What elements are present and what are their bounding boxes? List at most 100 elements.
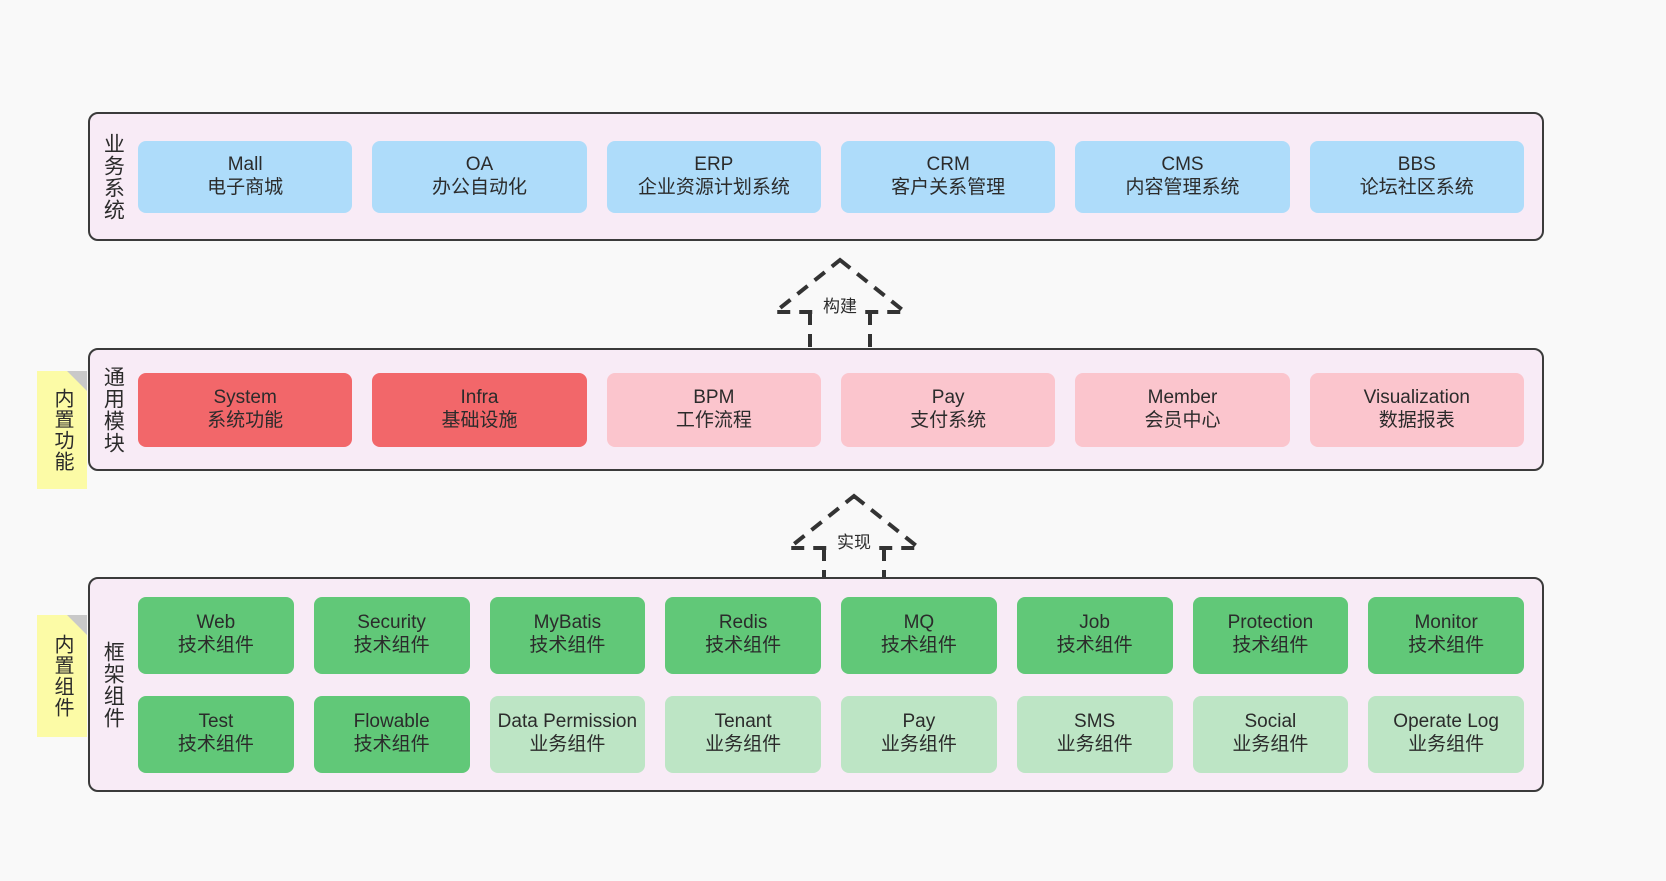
node-label-cn: 业务组件 [1408, 734, 1485, 755]
node-label-cn: 业务组件 [529, 734, 606, 755]
node-mall[interactable]: Mall 电子商城 [138, 140, 353, 213]
node-label-en: Redis [718, 612, 768, 634]
node-label-cn: 业务组件 [880, 734, 957, 755]
node-label-cn: 技术组件 [177, 734, 254, 755]
node-data-permission[interactable]: Data Permission 业务组件 [489, 695, 646, 773]
node-member[interactable]: Member 会员中心 [1075, 372, 1290, 447]
layer-framework-component: 框架组件 Web 技术组件 Security 技术组件 MyBatis 技术组件… [88, 577, 1544, 792]
node-label-en: BPM [693, 386, 735, 408]
node-label-cn: 办公自动化 [431, 176, 527, 198]
node-pay[interactable]: Pay 支付系统 [840, 372, 1056, 447]
node-label-en: CMS [1161, 153, 1204, 175]
node-label-cn: 内容管理系统 [1125, 176, 1240, 198]
folded-corner-icon [67, 371, 87, 391]
node-label-en: System [213, 386, 277, 408]
node-crm[interactable]: CRM 客户关系管理 [840, 140, 1056, 213]
generalization-stem [808, 312, 872, 352]
connector-implement: 实现 [769, 492, 939, 588]
layer-body-business-system: Mall 电子商城 OA 办公自动化 ERP 企业资源计划系统 CRM 客户关系… [134, 114, 1542, 239]
node-label-cn: 基础设施 [441, 409, 518, 431]
node-web[interactable]: Web 技术组件 [138, 596, 294, 674]
node-label-en: Monitor [1414, 612, 1478, 634]
folded-corner-icon [67, 615, 87, 635]
node-protection[interactable]: Protection 技术组件 [1192, 596, 1349, 674]
node-row: Test 技术组件 Flowable 技术组件 Data Permission … [138, 695, 1524, 773]
node-pay-business[interactable]: Pay 业务组件 [841, 695, 997, 773]
layer-business-system: 业务系统 Mall 电子商城 OA 办公自动化 ERP 企业资源计划系统 CRM… [88, 112, 1544, 241]
node-label-cn: 技术组件 [1232, 635, 1309, 656]
sticky-note-label: 内置组件 [51, 634, 73, 718]
connector-label-build: 构建 [820, 292, 860, 317]
node-label-cn: 工作流程 [675, 409, 752, 431]
node-label-en: MQ [903, 612, 935, 634]
node-label-cn: 技术组件 [1408, 635, 1485, 656]
node-erp[interactable]: ERP 企业资源计划系统 [606, 140, 821, 213]
layer-title-common-module: 通用模块 [101, 365, 125, 454]
layer-body-framework-component: Web 技术组件 Security 技术组件 MyBatis 技术组件 Redi… [134, 579, 1542, 790]
layer-body-common-module: System 系统功能 Infra 基础设施 BPM 工作流程 Pay 支付系统… [134, 350, 1542, 469]
node-redis[interactable]: Redis 技术组件 [665, 596, 821, 674]
node-mybatis[interactable]: MyBatis 技术组件 [489, 596, 646, 674]
node-label-cn: 数据报表 [1378, 409, 1455, 431]
node-label-en: Member [1147, 386, 1218, 408]
node-row: System 系统功能 Infra 基础设施 BPM 工作流程 Pay 支付系统… [138, 372, 1524, 447]
node-system[interactable]: System 系统功能 [138, 372, 353, 447]
node-oa[interactable]: OA 办公自动化 [372, 140, 587, 213]
node-label-cn: 技术组件 [1056, 635, 1133, 656]
node-label-cn: 技术组件 [353, 635, 430, 656]
node-infra[interactable]: Infra 基础设施 [372, 372, 587, 447]
sticky-note-builtin-component: 内置组件 [37, 615, 87, 737]
node-label-cn: 技术组件 [353, 734, 430, 755]
node-label-en: MyBatis [533, 612, 602, 634]
connector-build: 构建 [755, 256, 925, 352]
node-label-en: Protection [1227, 612, 1314, 634]
node-security[interactable]: Security 技术组件 [313, 596, 470, 674]
node-visualization[interactable]: Visualization 数据报表 [1309, 372, 1524, 447]
node-label-en: Tenant [714, 711, 772, 733]
node-label-en: Flowable [353, 711, 430, 733]
connector-label-implement: 实现 [834, 528, 874, 553]
node-monitor[interactable]: Monitor 技术组件 [1368, 596, 1524, 674]
node-label-en: Data Permission [497, 711, 638, 733]
node-label-cn: 客户关系管理 [891, 176, 1006, 198]
node-label-cn: 电子商城 [207, 176, 284, 198]
node-label-cn: 论坛社区系统 [1359, 176, 1474, 198]
node-mq[interactable]: MQ 技术组件 [841, 596, 997, 674]
node-bpm[interactable]: BPM 工作流程 [606, 372, 821, 447]
layer-common-module: 通用模块 System 系统功能 Infra 基础设施 BPM 工作流程 Pay… [88, 348, 1544, 471]
node-label-en: BBS [1397, 153, 1436, 175]
sticky-note-label: 内置功能 [51, 388, 73, 472]
node-cms[interactable]: CMS 内容管理系统 [1075, 140, 1290, 213]
node-label-cn: 系统功能 [207, 409, 284, 431]
node-label-en: Test [198, 711, 234, 733]
node-label-en: CRM [926, 153, 970, 175]
node-label-en: Operate Log [1393, 711, 1499, 733]
node-label-en: Mall [227, 153, 263, 175]
generalization-arrowhead [783, 493, 925, 550]
node-row: Web 技术组件 Security 技术组件 MyBatis 技术组件 Redi… [138, 596, 1524, 674]
layer-title-business-system: 业务系统 [101, 132, 125, 221]
node-label-cn: 业务组件 [1056, 734, 1133, 755]
node-test[interactable]: Test 技术组件 [138, 695, 294, 773]
node-label-cn: 支付系统 [910, 409, 987, 431]
node-label-en: Visualization [1363, 386, 1470, 408]
node-label-cn: 业务组件 [705, 734, 782, 755]
node-label-cn: 会员中心 [1144, 409, 1221, 431]
node-social[interactable]: Social 业务组件 [1192, 695, 1349, 773]
node-sms[interactable]: SMS 业务组件 [1016, 695, 1173, 773]
layer-title-framework-component: 框架组件 [101, 640, 125, 729]
node-label-en: Infra [460, 386, 499, 408]
node-label-cn: 技术组件 [529, 635, 606, 656]
node-label-en: Job [1079, 612, 1110, 634]
node-row: Mall 电子商城 OA 办公自动化 ERP 企业资源计划系统 CRM 客户关系… [138, 140, 1524, 213]
node-tenant[interactable]: Tenant 业务组件 [665, 695, 821, 773]
node-flowable[interactable]: Flowable 技术组件 [313, 695, 470, 773]
node-job[interactable]: Job 技术组件 [1016, 596, 1173, 674]
node-label-cn: 技术组件 [177, 635, 254, 656]
node-bbs[interactable]: BBS 论坛社区系统 [1309, 140, 1524, 213]
node-label-en: SMS [1074, 711, 1116, 733]
node-label-en: OA [465, 153, 494, 175]
node-operate-log[interactable]: Operate Log 业务组件 [1368, 695, 1524, 773]
node-label-en: Pay [902, 711, 936, 733]
